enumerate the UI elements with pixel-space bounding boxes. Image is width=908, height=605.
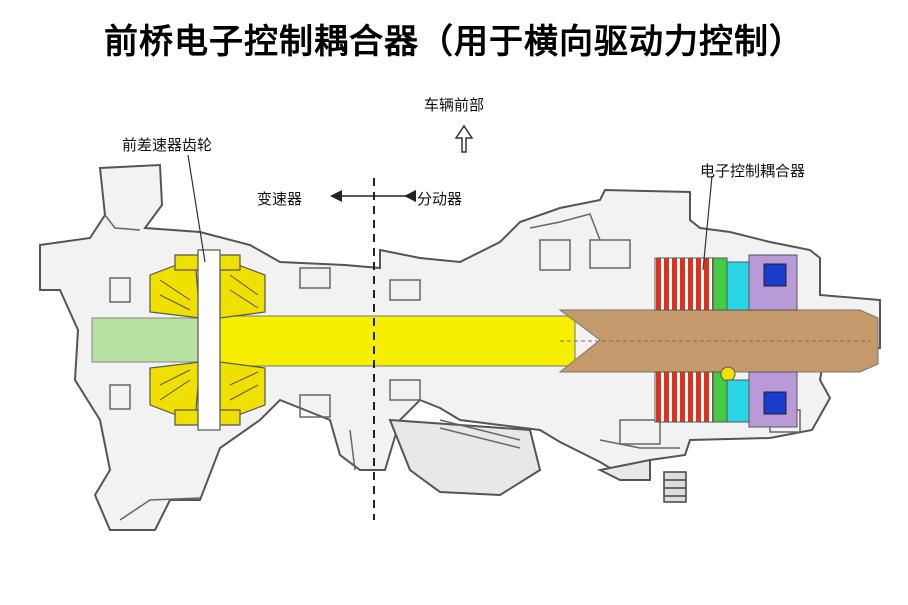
diff-gear-leader [187, 154, 206, 263]
output-shaft [558, 309, 879, 373]
front-diff-gear-label: 前差速器齿轮 [122, 136, 213, 154]
transfer-case-label: 分动器 [417, 190, 463, 208]
left-axle-shaft [91, 317, 201, 363]
vehicle-front-label: 车辆前部 [424, 96, 485, 114]
coupling-lower [654, 366, 798, 428]
coupling-leader [702, 175, 713, 271]
diagram-title: 前桥电子控制耦合器（用于横向驱动力控制） [104, 22, 804, 62]
coupling-upper [654, 254, 798, 311]
transmission-shaft [199, 315, 576, 367]
housing-details [104, 213, 801, 521]
coupling-label: 电子控制耦合器 [700, 162, 806, 180]
diff-pinion-shaft [197, 249, 221, 431]
drain-plug [663, 471, 687, 503]
forward-arrow-icon [454, 124, 474, 153]
gear-teeth [159, 274, 259, 401]
transmission-label: 变速器 [257, 190, 303, 208]
